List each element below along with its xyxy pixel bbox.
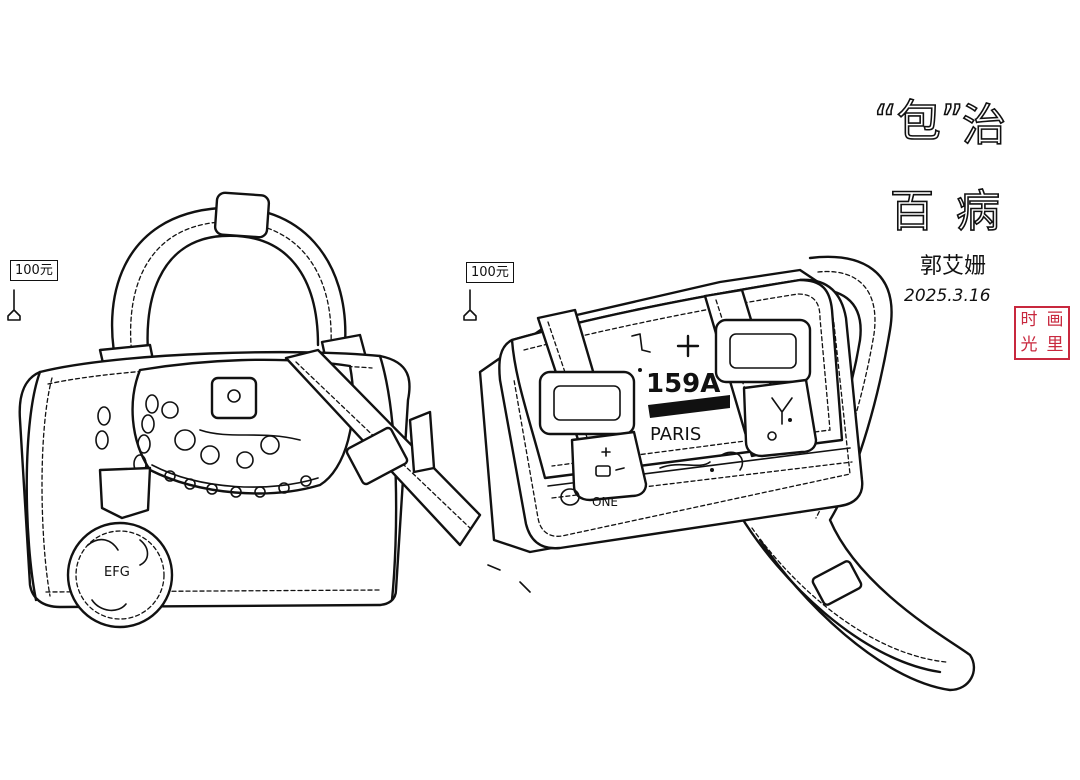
charm-clip <box>98 466 152 520</box>
lace-flap <box>131 358 355 495</box>
left-price-tag: 100元 <box>10 260 58 281</box>
doodle-numbers: 159A <box>646 369 720 399</box>
strap-slider <box>811 560 863 606</box>
charm-chain <box>95 394 159 474</box>
right-tag-string <box>463 289 477 321</box>
red-seal-stamp: 时 画 光 里 <box>1014 306 1070 360</box>
title-char-bai: 百 <box>889 186 935 237</box>
drawing-date: 2025.3.16 <box>904 286 991 306</box>
right-strap-tip <box>742 378 818 458</box>
flower-embroidery <box>161 401 301 469</box>
left-handbag: EFG <box>18 191 531 629</box>
title-char-zhi: 治 <box>961 100 1007 151</box>
author-signature: 郭艾姗 <box>920 254 987 279</box>
handle-wrap <box>213 191 271 239</box>
right-shoulder-bag: 159A PARIS ONE <box>478 255 976 692</box>
buckle-right <box>714 318 812 384</box>
strap-buckle <box>345 426 409 486</box>
left-tag-string <box>7 289 21 321</box>
squiggle-doodles <box>659 451 744 471</box>
title-quote-char: “包” <box>873 96 964 147</box>
plus-doodle <box>676 334 700 358</box>
flap-badge <box>210 376 258 420</box>
paris-label: PARIS <box>650 424 701 445</box>
buckle-left <box>538 370 636 436</box>
right-price-tag: 100元 <box>466 262 514 283</box>
title-char-bing: 病 <box>955 186 1001 237</box>
right-long-strap-outer <box>758 255 976 692</box>
left-handle-inner <box>146 234 320 374</box>
charm-letters: EFG <box>104 565 130 580</box>
